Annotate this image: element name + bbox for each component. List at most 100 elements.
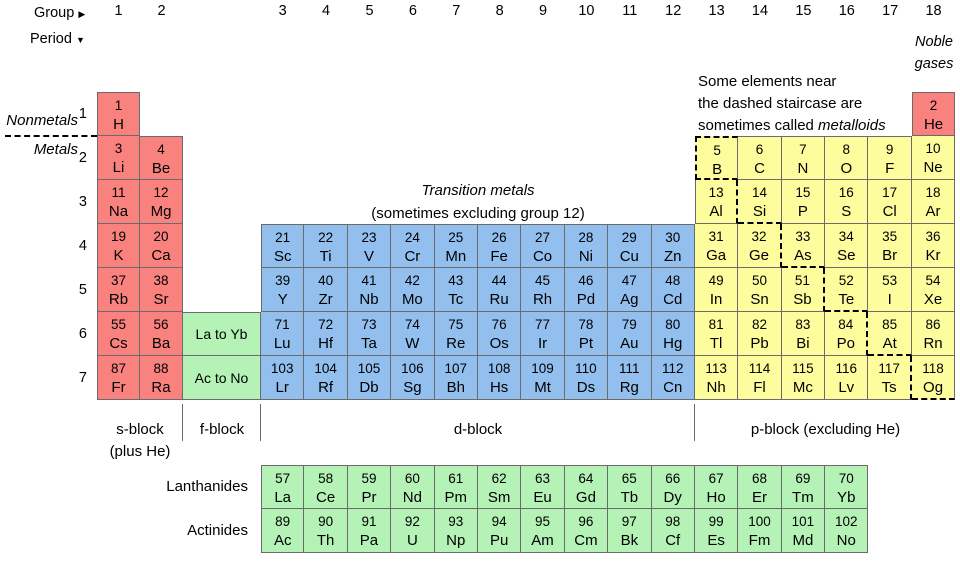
element-number: 24 — [404, 230, 420, 245]
element-symbol: Sb — [793, 291, 812, 308]
element-number: 86 — [925, 317, 941, 332]
element-symbol: Mn — [445, 248, 467, 265]
noble-gases-line2: gases — [914, 56, 954, 72]
group-number: 13 — [708, 3, 725, 19]
element-number: 10 — [925, 141, 941, 156]
element-number: 29 — [621, 230, 637, 245]
element-symbol: Pd — [576, 291, 596, 308]
element-symbol: In — [709, 291, 723, 308]
element-number: 48 — [665, 273, 681, 288]
element-symbol: Pb — [750, 335, 769, 352]
element-number: 51 — [794, 273, 810, 288]
element-symbol: Ca — [151, 247, 171, 264]
element-symbol: Rf — [318, 379, 334, 396]
element-number: 50 — [751, 273, 767, 288]
element-number: 55 — [110, 317, 127, 332]
element-symbol: Rn — [923, 335, 943, 352]
element-number: 20 — [153, 229, 169, 244]
element-number: 80 — [665, 317, 681, 332]
element-number: 90 — [318, 514, 334, 529]
element-number: 39 — [275, 273, 291, 288]
transition-metals-sublabel: (sometimes excluding group 12) — [371, 205, 585, 222]
element-symbol: Co — [532, 248, 553, 265]
group-axis-label: Group ▶ — [34, 5, 85, 21]
element-symbol: Md — [792, 532, 814, 549]
element-number: 53 — [882, 273, 898, 288]
period-number: 7 — [78, 370, 87, 386]
element-symbol: Mt — [534, 379, 551, 396]
metalloids-note-line1: Some elements near — [698, 73, 837, 90]
element-number: 113 — [705, 361, 727, 376]
element-symbol: Ds — [576, 379, 596, 396]
element-symbol: No — [836, 532, 856, 549]
element-symbol: Be — [151, 160, 171, 177]
element-symbol: Zr — [318, 291, 333, 308]
element-number: 102 — [835, 514, 858, 529]
element-symbol: Nh — [706, 379, 726, 396]
element-number: 47 — [621, 273, 637, 288]
element-symbol: Pm — [444, 489, 468, 506]
element-symbol: Ac — [273, 532, 292, 549]
element-symbol: Sm — [487, 489, 511, 506]
element-number: 27 — [535, 230, 551, 245]
period-arrow-icon: ▼ — [75, 35, 85, 45]
period-number: 6 — [78, 326, 87, 342]
element-symbol: Hf — [318, 335, 334, 352]
element-number: 105 — [357, 361, 381, 376]
element-symbol: Ts — [881, 379, 897, 396]
element-number: 94 — [491, 514, 507, 529]
element-symbol: Cd — [663, 291, 683, 308]
element-number: 96 — [578, 514, 594, 529]
element-symbol: Tc — [448, 291, 464, 308]
element-number: 18 — [925, 185, 941, 200]
element-symbol: Fl — [753, 379, 766, 396]
element-symbol: Fr — [111, 379, 126, 396]
element-symbol: Cm — [574, 532, 598, 549]
transition-metals-label: Transition metals — [421, 182, 535, 199]
nonmetals-label: Nonmetals — [6, 112, 78, 129]
element-symbol: La — [274, 489, 292, 506]
element-number: 23 — [361, 230, 377, 245]
block-label-f: f-block — [199, 421, 245, 438]
element-symbol: B — [712, 161, 723, 178]
group-number: 3 — [278, 3, 287, 19]
metalloids-note: Some elements near the dashed staircase … — [698, 71, 886, 137]
element-number: 60 — [404, 471, 420, 486]
group-number: 17 — [882, 3, 899, 19]
element-number: 112 — [661, 361, 684, 376]
element-symbol: Ho — [706, 489, 726, 506]
